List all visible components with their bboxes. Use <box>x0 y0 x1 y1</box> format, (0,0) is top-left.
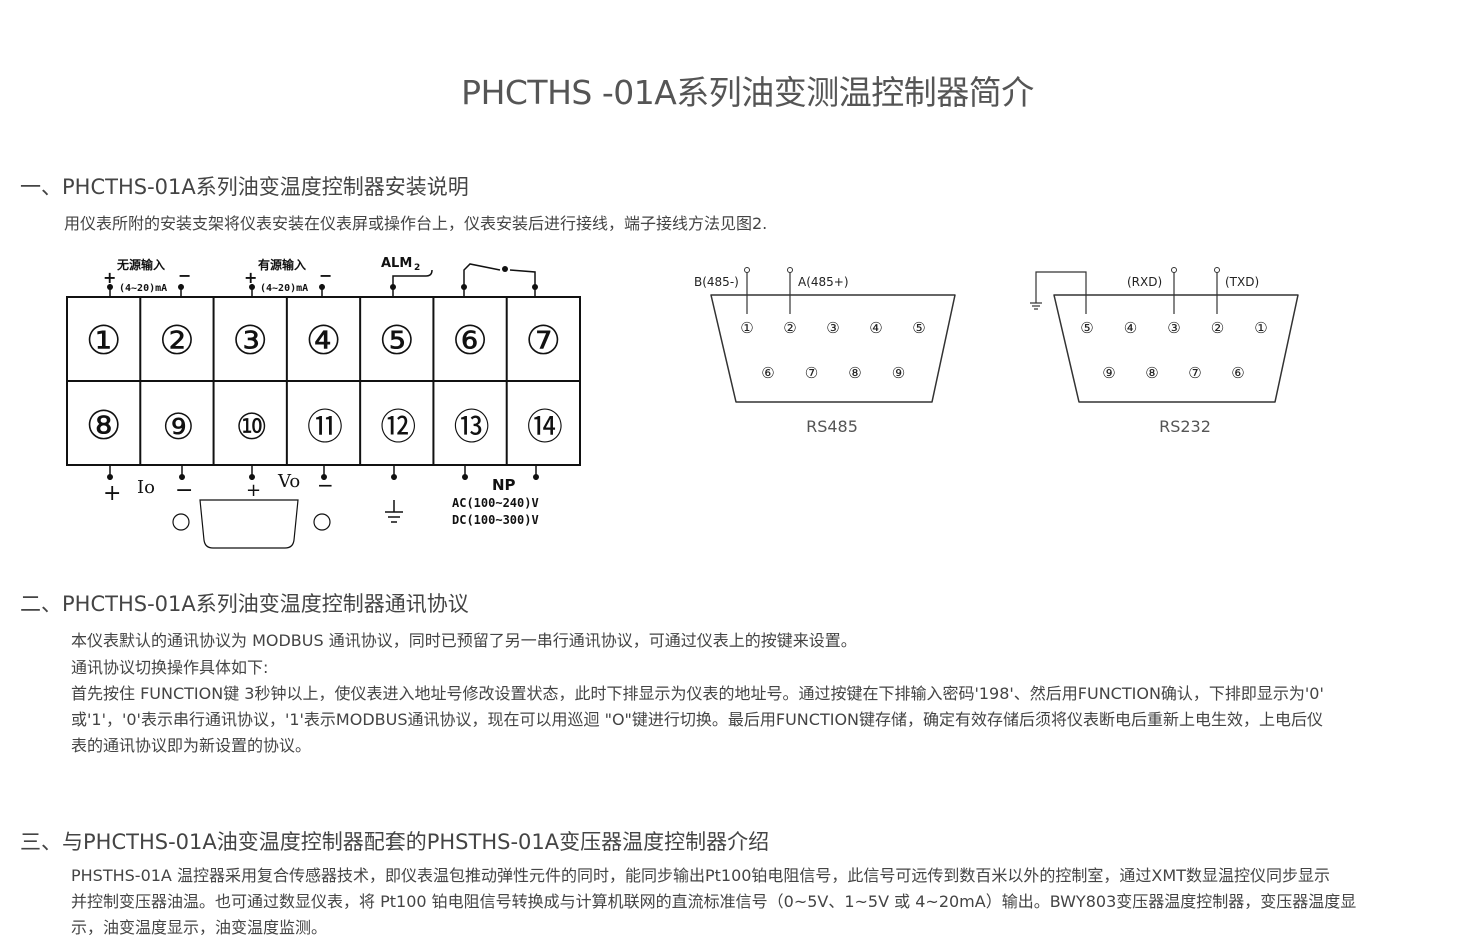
alarm-label: ALM <box>381 256 412 271</box>
related-line-2: 并控制变压器油温。也可通过数显仪表，将 Pt100 铂电阻信号转换成与计算机联网… <box>71 892 1357 911</box>
terminal-3: ③ <box>232 318 268 364</box>
terminal-6: ⑥ <box>452 318 488 364</box>
active-input-label: 有源输入 <box>258 257 306 272</box>
terminal-1: ① <box>86 318 122 364</box>
terminal-11: ⑪ <box>307 407 342 448</box>
active-range-label: (4~20)mA <box>260 283 308 294</box>
terminal-2: ② <box>159 318 195 364</box>
protocol-line-4: 或'1'，'0'表示串行通讯协议，'1'表示MODBUS通讯协议，现在可以用巡迴… <box>71 710 1324 729</box>
terminal-4: ④ <box>306 318 342 364</box>
rs232-caption: RS232 <box>1159 417 1211 436</box>
page-title: PHCTHS -01A系列油变测温控制器简介 <box>461 73 1034 112</box>
io-label: Io <box>137 477 155 498</box>
vo-label: Vo <box>277 471 300 492</box>
ac-range-label: AC(100~240)V <box>452 496 539 510</box>
rs485-bottom-pin: ⑧ <box>848 364 861 382</box>
minus-label-1: − <box>178 266 191 285</box>
section-heading-related-product: 三、与PHCTHS-01A油变温度控制器配套的PHSTHS-01A变压器温度控制… <box>20 830 770 854</box>
rs232-bottom-pin: ⑧ <box>1145 364 1158 382</box>
rs232-bottom-pin: ⑥ <box>1231 364 1244 382</box>
ground-icon <box>385 500 403 523</box>
terminal-5: ⑤ <box>379 318 415 364</box>
rs232-txd-label: (TXD) <box>1225 275 1259 289</box>
rs485-bottom-pin: ⑥ <box>761 364 774 382</box>
terminal-13: ⑬ <box>454 407 489 448</box>
protocol-line-5: 表的通讯协议即为新设置的协议。 <box>71 736 312 755</box>
terminal-12: ⑫ <box>380 407 415 448</box>
rs485-a-label: A(485+) <box>798 275 849 289</box>
rs232-connector: (RXD) (TXD) ⑤ ④ ③ ② ① ⑨ ⑧ ⑦ ⑥ RS232 <box>1030 267 1299 436</box>
terminal-14: ⑭ <box>527 407 562 448</box>
db-connector-icon <box>172 499 331 549</box>
passive-input-label: 无源输入 <box>116 257 165 272</box>
rs232-bottom-pin: ⑦ <box>1188 364 1201 382</box>
passive-range-label: (4~20)mA <box>119 283 167 294</box>
rs485-top-pin: ④ <box>869 319 882 337</box>
rs232-rxd-label: (RXD) <box>1127 275 1162 289</box>
alarm-sub: 2 <box>414 263 420 273</box>
section-heading-install: 一、PHCTHS-01A系列油变温度控制器安装说明 <box>20 175 469 199</box>
rs485-caption: RS485 <box>806 417 858 436</box>
terminal-10: ⑩ <box>236 407 266 448</box>
dc-range-label: DC(100~300)V <box>452 513 539 527</box>
install-paragraph: 用仪表所附的安装支架将仪表安装在仪表屏或操作台上，仪表安装后进行接线，端子接线方… <box>64 214 768 233</box>
minus-bottom-2: − <box>317 473 334 497</box>
rs232-top-pin: ② <box>1211 319 1224 337</box>
rs485-top-pin: ③ <box>826 319 839 337</box>
terminal-9: ⑨ <box>162 407 192 448</box>
related-line-1: PHSTHS-01A 温控器采用复合传感器技术，即仪表温包推动弹性元件的同时，能… <box>71 866 1330 885</box>
protocol-line-1: 本仪表默认的通讯协议为 MODBUS 通讯协议，同时已预留了另一串行通讯协议，可… <box>71 631 857 650</box>
rs232-top-pin: ④ <box>1124 319 1137 337</box>
terminal-7: ⑦ <box>525 318 561 364</box>
rs485-connector: B(485-) A(485+) ① ② ③ ④ ⑤ ⑥ ⑦ ⑧ ⑨ RS485 <box>694 267 956 436</box>
plus-bottom-1: + <box>103 481 121 506</box>
rs485-top-pin: ⑤ <box>912 319 925 337</box>
rs232-top-pin: ⑤ <box>1080 319 1093 337</box>
np-label: NP <box>492 476 516 494</box>
protocol-line-2: 通讯协议切换操作具体如下: <box>71 658 269 677</box>
protocol-line-3: 首先按住 FUNCTION键 3秒钟以上，使仪表进入地址号修改设置状态，此时下排… <box>71 684 1324 703</box>
rs232-bottom-pin: ⑨ <box>1102 364 1115 382</box>
minus-label-2: − <box>319 266 332 285</box>
plus-label-2: + <box>244 268 257 287</box>
rs485-top-pin: ② <box>783 319 796 337</box>
terminal-8: ⑧ <box>86 403 122 449</box>
related-line-3: 示，油变温度显示，油变温度监测。 <box>71 918 328 937</box>
plus-bottom-2: + <box>246 480 261 501</box>
minus-bottom-1: − <box>175 478 193 503</box>
rs485-bottom-pin: ⑨ <box>892 364 905 382</box>
rs232-top-pin: ③ <box>1167 319 1180 337</box>
rs232-top-pin: ① <box>1254 319 1267 337</box>
rs485-b-label: B(485-) <box>694 275 739 289</box>
rs485-bottom-pin: ⑦ <box>805 364 818 382</box>
section-heading-protocol: 二、PHCTHS-01A系列油变温度控制器通讯协议 <box>20 592 469 616</box>
rs485-top-pin: ① <box>740 319 753 337</box>
rs232-ground-icon <box>1030 302 1042 310</box>
plus-label-1: + <box>103 268 116 287</box>
